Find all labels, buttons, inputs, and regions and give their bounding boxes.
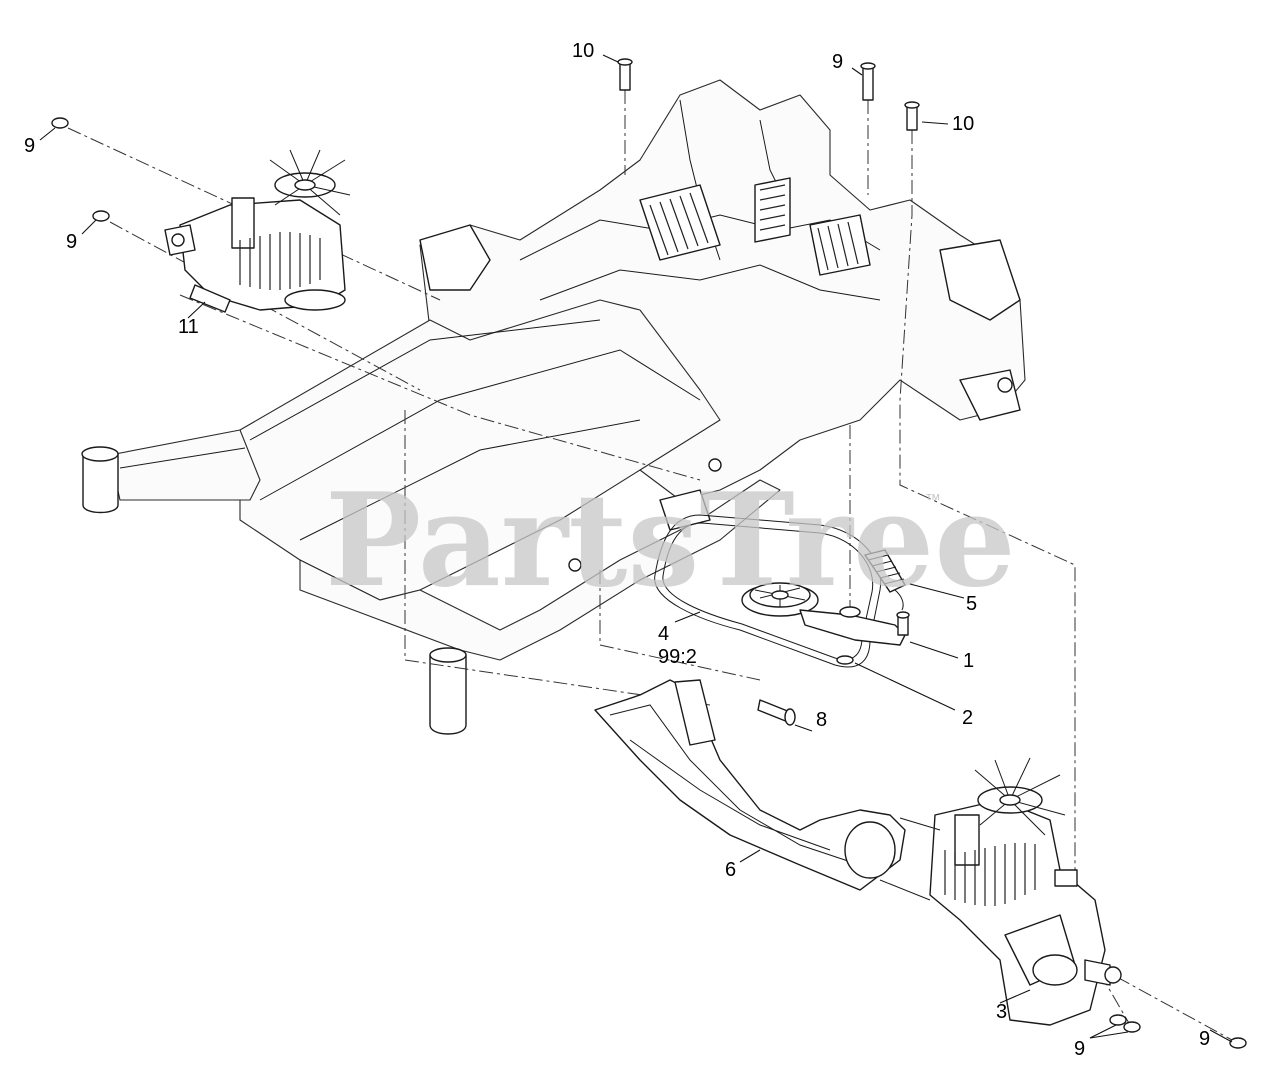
callout-5: 5	[966, 593, 977, 615]
caster-tube-lower	[429, 647, 467, 735]
callout-7: 9	[832, 51, 843, 73]
transaxle-lower	[929, 757, 1122, 1026]
callout-9-top: 9	[24, 135, 35, 157]
transaxle-upper	[164, 149, 351, 313]
callout-8: 8	[816, 709, 827, 731]
callout-10-right: 10	[952, 113, 974, 135]
front-support-bracket	[594, 679, 941, 901]
callout-1: 1	[963, 650, 974, 672]
rear-grille-right	[809, 214, 871, 276]
washer-2	[836, 655, 854, 665]
callout-labels: 10 9 10 9 9 11 5 1 2 4 99:2 8 6 3 9 9	[24, 40, 1210, 1060]
fan-upper	[269, 149, 351, 216]
pin-8	[757, 699, 796, 726]
callout-4-qty: 99:2	[658, 646, 697, 668]
callout-4: 4	[658, 623, 669, 645]
watermark-brand: PartsTree	[325, 466, 1016, 616]
callout-6: 6	[725, 859, 736, 881]
nut-9-b	[92, 210, 110, 222]
fan-lower	[974, 757, 1066, 836]
callout-9-bottom: 9	[1074, 1038, 1085, 1060]
watermark: PartsTree ™	[325, 466, 1016, 616]
nut-9-c	[1109, 1014, 1127, 1026]
chassis-frame	[81, 79, 1026, 735]
cooling-fins-upper	[239, 232, 321, 290]
callout-11: 11	[178, 316, 199, 338]
nut-9-a	[51, 117, 69, 129]
rear-grille-left	[639, 184, 721, 261]
watermark-trademark: ™	[925, 492, 941, 509]
extension-spring	[864, 549, 906, 611]
bolt-10-left	[617, 58, 633, 91]
side-grille	[754, 177, 791, 243]
hardware	[51, 58, 1247, 1049]
cooling-fins-lower	[944, 843, 1036, 906]
nut-9-d	[1123, 1021, 1141, 1033]
caster-tube-upper	[81, 446, 119, 514]
callout-9-mid: 9	[66, 231, 77, 253]
nut-9-e	[1229, 1037, 1247, 1049]
callout-10-left: 10	[572, 40, 594, 62]
drive-belt	[654, 514, 882, 668]
idler-arm-assembly	[741, 582, 910, 646]
callout-2: 2	[962, 707, 973, 729]
callout-9-right: 9	[1199, 1028, 1210, 1050]
bolt-7	[860, 62, 876, 101]
callout-3: 3	[996, 1001, 1007, 1023]
bolt-10-right	[904, 101, 920, 131]
leader-lines	[39, 54, 1233, 1043]
